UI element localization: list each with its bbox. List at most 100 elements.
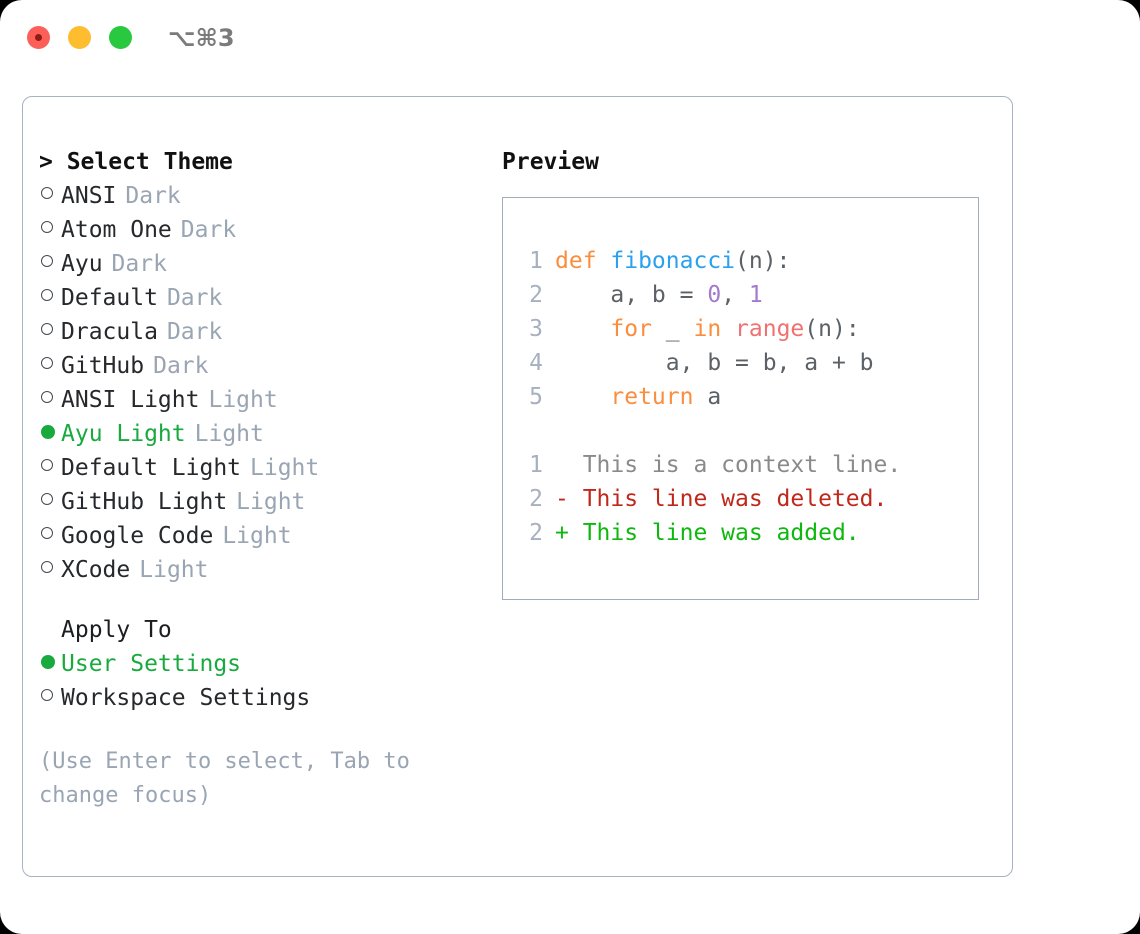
apply-to-header: Apply To: [61, 617, 172, 643]
theme-option-ansi[interactable]: ANSI Dark: [39, 179, 499, 213]
theme-option-label: ANSI Light: [61, 387, 200, 413]
code-line-number: 3: [529, 316, 543, 342]
theme-option-kind: Light: [236, 489, 306, 515]
diff-line-ctx: 1 This is a context line.: [515, 448, 978, 482]
keyboard-hint-text: (Use Enter to select, Tab to change focu…: [39, 749, 424, 808]
code-line-number: 2: [529, 282, 543, 308]
theme-option-dracula[interactable]: Dracula Dark: [39, 315, 499, 349]
apply-to-option-workspace-settings[interactable]: Workspace Settings: [39, 681, 499, 715]
code-line-content: def fibonacci(n):: [555, 244, 790, 278]
theme-option-kind: Light: [222, 523, 292, 549]
diff-line-del: 2 - This line was deleted.: [515, 482, 978, 516]
preview-gap: [515, 414, 978, 448]
theme-option-github-light[interactable]: GitHub Light Light: [39, 485, 499, 519]
theme-option-label: GitHub Light: [61, 489, 228, 515]
apply-to-option-label: User Settings: [61, 651, 242, 677]
preview-title: Preview: [502, 149, 599, 175]
code-token-pln: [555, 384, 610, 410]
theme-option-kind: Dark: [180, 217, 237, 243]
title-bar: ⌥⌘3: [0, 0, 1140, 78]
theme-option-kind: Dark: [125, 183, 181, 209]
theme-option-xcode[interactable]: XCode Light: [39, 553, 499, 587]
theme-option-label: Default Light: [61, 455, 242, 481]
code-token-pln: [721, 316, 735, 342]
theme-option-ansi-light[interactable]: ANSI Light Light: [39, 383, 499, 417]
code-token-call: range: [735, 316, 805, 342]
theme-option-kind: Light: [250, 455, 320, 481]
code-line: 2 a, b = 0, 1: [515, 278, 978, 312]
code-line-number: 5: [529, 384, 543, 410]
code-token-num: 1: [748, 282, 763, 308]
theme-option-label: XCode: [61, 557, 131, 583]
code-token-kw: def: [555, 248, 611, 274]
theme-option-label: Dracula: [61, 319, 158, 345]
code-token-pln: _: [651, 316, 694, 342]
theme-option-label: Atom One: [61, 217, 172, 243]
code-token-pln: (n):: [804, 316, 860, 342]
code-line-number: 1: [529, 248, 543, 274]
diff-line-number: 2: [529, 520, 543, 546]
code-line-content: return a: [555, 380, 721, 414]
theme-option-label: ANSI: [61, 183, 117, 209]
theme-option-default-light[interactable]: Default Light Light: [39, 451, 499, 485]
theme-option-label: GitHub: [61, 353, 145, 379]
theme-option-label: Ayu Light: [61, 421, 186, 447]
theme-option-label: Default: [61, 285, 158, 311]
diff-line-number: 1: [529, 452, 543, 478]
code-line: 3 for _ in range(n):: [515, 312, 978, 346]
minimize-window-button[interactable]: [68, 26, 91, 49]
code-line-content: a, b = b, a + b: [555, 346, 874, 380]
apply-to-option-user-settings[interactable]: User Settings: [39, 647, 499, 681]
theme-option-kind: Light: [194, 421, 264, 447]
code-token-pln: ,: [721, 282, 749, 308]
diff-line-content: This is a context line.: [555, 452, 902, 478]
code-line-content: a, b = 0, 1: [555, 278, 763, 312]
code-line-number: 4: [529, 350, 543, 376]
theme-option-kind: Dark: [166, 285, 223, 311]
theme-option-kind: Dark: [111, 251, 167, 277]
theme-option-google-code[interactable]: Google Code Light: [39, 519, 499, 553]
code-token-pln: a, b =: [555, 282, 708, 308]
theme-option-kind: Dark: [166, 319, 223, 345]
code-token-pln: a, b = b, a + b: [555, 350, 874, 376]
code-token-pln: [555, 316, 610, 342]
code-line-content: for _ in range(n):: [555, 312, 860, 346]
theme-option-ayu-light[interactable]: Ayu Light Light: [39, 417, 499, 451]
panel-spacer: [39, 587, 499, 613]
code-token-fn: fibonacci: [610, 248, 736, 274]
theme-option-kind: Light: [208, 387, 278, 413]
code-token-kw: in: [693, 316, 722, 342]
theme-option-label: Google Code: [61, 523, 214, 549]
code-token-kw: for: [610, 316, 652, 342]
diff-line-content: - This line was deleted.: [555, 486, 888, 512]
select-theme-header: > Select Theme: [39, 149, 233, 175]
theme-option-default[interactable]: Default Dark: [39, 281, 499, 315]
theme-option-atom-one[interactable]: Atom One Dark: [39, 213, 499, 247]
theme-option-github[interactable]: GitHub Dark: [39, 349, 499, 383]
diff-line-number: 2: [529, 486, 543, 512]
code-token-pln: a: [693, 384, 722, 410]
theme-option-ayu[interactable]: Ayu Dark: [39, 247, 499, 281]
maximize-window-button[interactable]: [109, 26, 132, 49]
code-token-kw: return: [610, 384, 694, 410]
diff-line-add: 2+ This line was added.: [515, 516, 978, 550]
close-window-button[interactable]: [27, 26, 50, 49]
code-line: 1 def fibonacci(n):: [515, 244, 978, 278]
code-line: 4 a, b = b, a + b: [515, 346, 978, 380]
diff-sample: 1 This is a context line. 2 - This line wa…: [515, 448, 978, 550]
code-token-num: 0: [707, 282, 722, 308]
theme-option-label: Ayu: [61, 251, 103, 277]
traffic-light-controls: [27, 26, 132, 49]
window-title: ⌥⌘3: [168, 24, 235, 52]
apply-to-option-label: Workspace Settings: [61, 685, 311, 711]
theme-option-kind: Light: [139, 557, 209, 583]
theme-option-kind: Dark: [153, 353, 209, 379]
